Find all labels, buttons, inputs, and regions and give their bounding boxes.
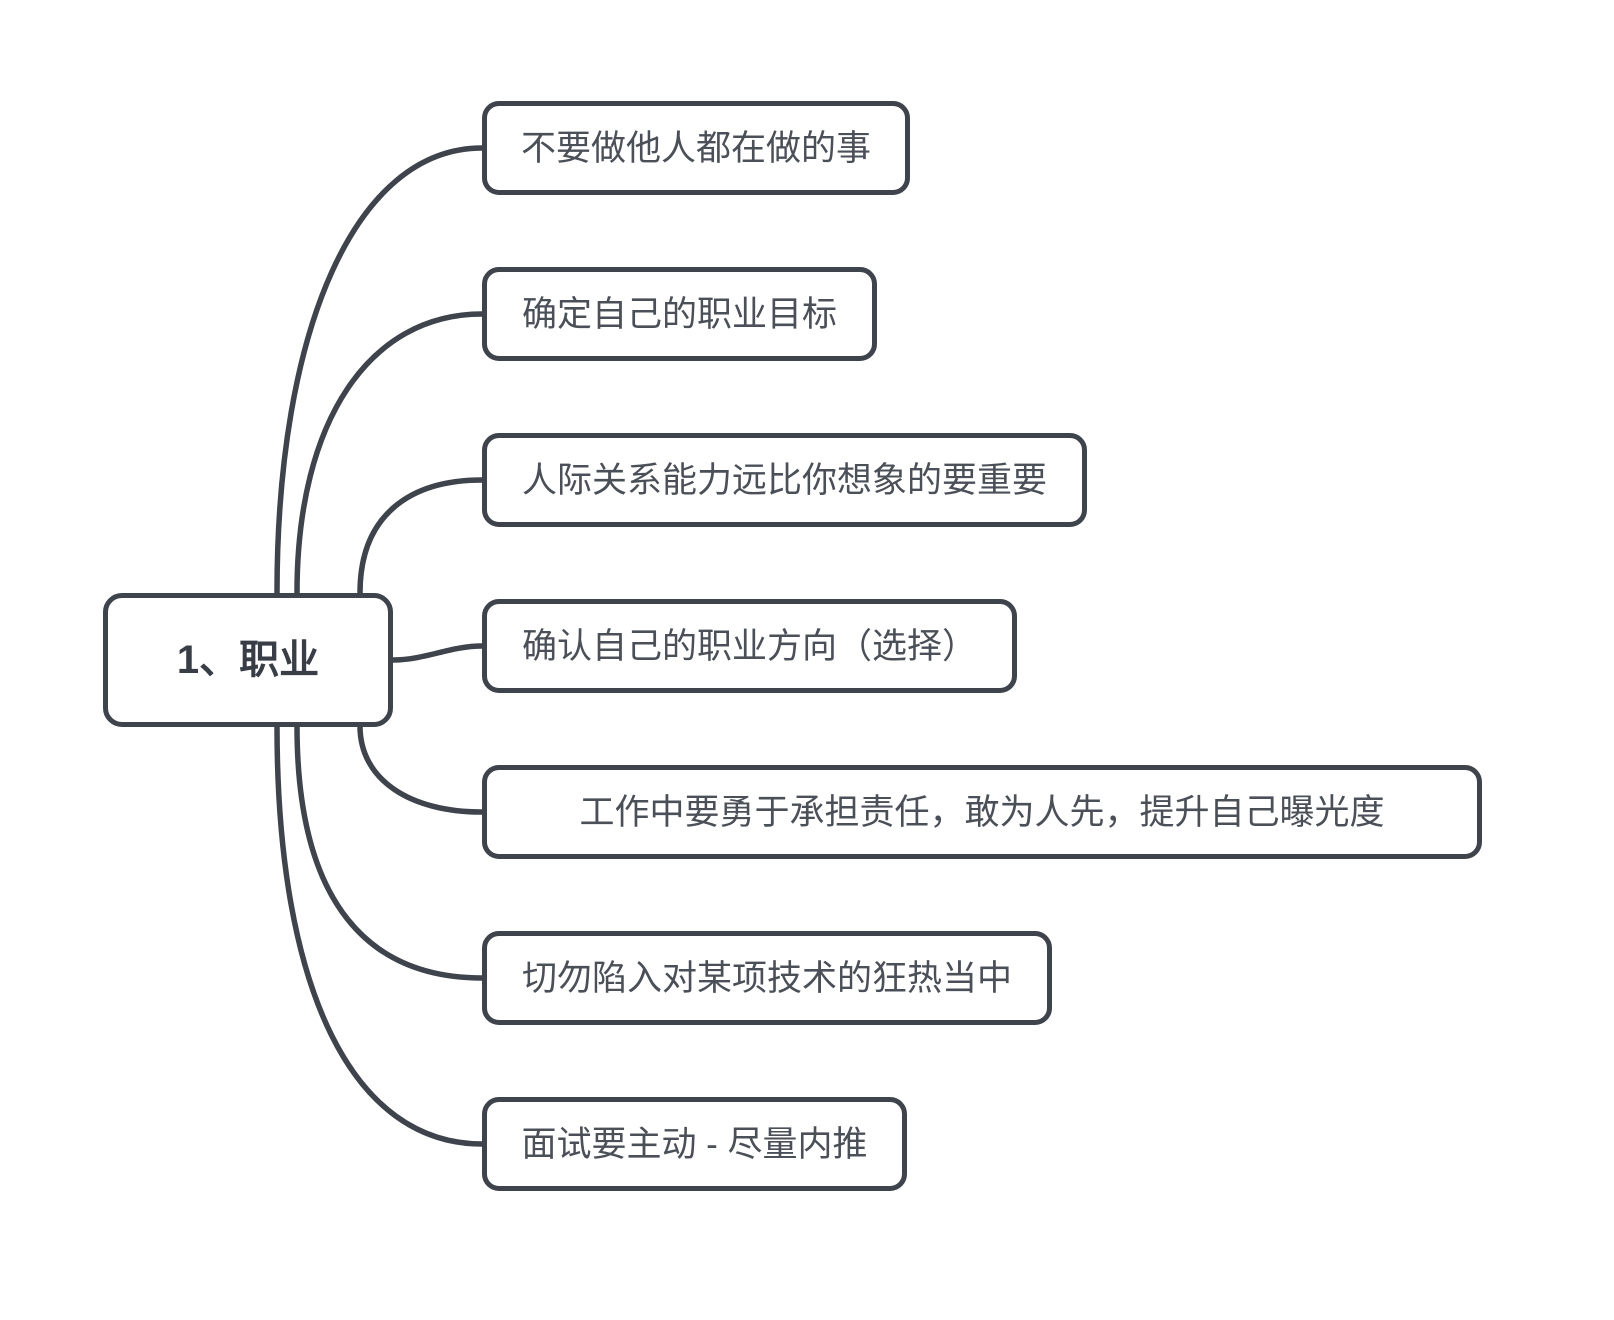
mindmap-root-node[interactable]: 1、职业 — [103, 593, 393, 727]
connector-root-to-branch-5 — [357, 723, 485, 815]
connector-root-to-branch-1 — [274, 145, 485, 596]
mindmap-branch-node-2[interactable]: 确定自己的职业目标 — [482, 267, 877, 361]
mindmap-branch-node-4[interactable]: 确认自己的职业方向（选择） — [482, 599, 1017, 693]
connector-root-to-branch-3 — [357, 477, 485, 596]
connector-root-to-branch-6 — [294, 723, 485, 981]
mindmap-branch-node-6[interactable]: 切勿陷入对某项技术的狂热当中 — [482, 931, 1052, 1025]
connector-root-to-branch-7 — [274, 723, 485, 1147]
connector-root-to-branch-2 — [294, 311, 485, 596]
connector-root-to-branch-4 — [390, 643, 485, 663]
mindmap-branch-node-3[interactable]: 人际关系能力远比你想象的要重要 — [482, 433, 1087, 527]
mindmap-branch-node-7[interactable]: 面试要主动 - 尽量内推 — [482, 1097, 907, 1191]
mindmap-branch-node-5[interactable]: 工作中要勇于承担责任，敢为人先，提升自己曝光度 — [482, 765, 1482, 859]
mindmap-branch-node-1[interactable]: 不要做他人都在做的事 — [482, 101, 910, 195]
